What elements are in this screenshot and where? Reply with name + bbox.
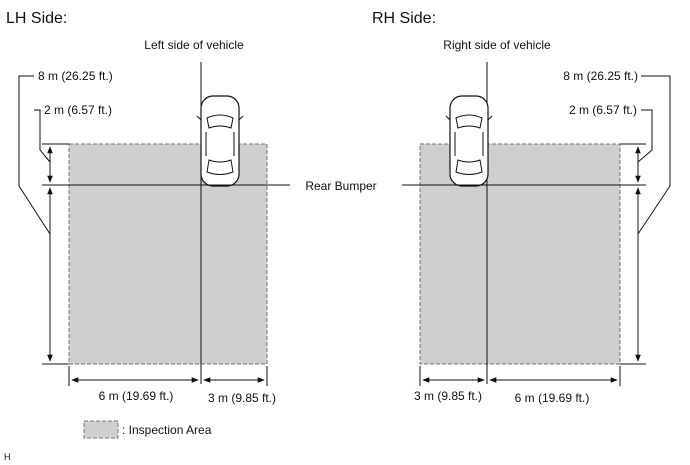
lh-2m-leader — [34, 109, 51, 163]
lh-6m-label: 6 m (19.69 ft.) — [99, 389, 174, 403]
rh-2m-leader — [637, 109, 653, 163]
rh-8m-label: 8 m (26.25 ft.) — [563, 69, 638, 83]
rh-8m-leader — [637, 75, 671, 235]
rh-3m-label: 3 m (9.85 ft.) — [414, 389, 482, 403]
lh-3m-label: 3 m (9.85 ft.) — [208, 391, 276, 405]
lh-2m-label: 2 m (6.57 ft.) — [44, 103, 112, 117]
rh-car-icon — [445, 95, 493, 187]
rh-side-title: RH Side: — [372, 10, 436, 27]
rh-6m-label: 6 m (19.69 ft.) — [515, 391, 590, 405]
rear-bumper-label: Rear Bumper — [305, 179, 376, 193]
lh-8m-label: 8 m (26.25 ft.) — [38, 69, 113, 83]
lh-car-icon — [196, 95, 244, 187]
lh-8m-leader — [18, 75, 51, 235]
rh-caption: Right side of vehicle — [443, 38, 551, 52]
lh-side-title: LH Side: — [6, 10, 67, 27]
rh-2m-label: 2 m (6.57 ft.) — [569, 103, 637, 117]
legend-label: : Inspection Area — [122, 423, 212, 437]
corner-mark: H — [4, 452, 11, 462]
legend-swatch — [83, 420, 119, 439]
lh-caption: Left side of vehicle — [144, 38, 244, 52]
